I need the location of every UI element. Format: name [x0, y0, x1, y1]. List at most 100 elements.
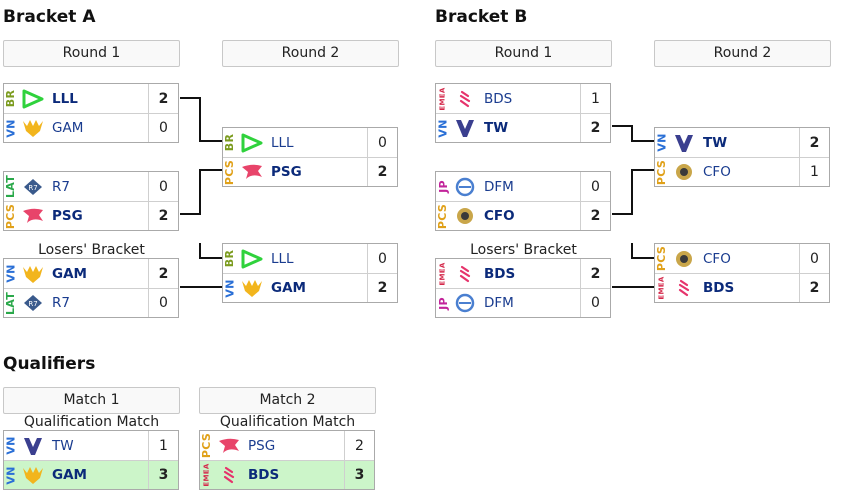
- tw-logo-icon: [18, 431, 48, 460]
- connector-b-r1m2: [612, 169, 654, 215]
- region-tag: EMEA: [436, 259, 450, 288]
- team-score: 0: [367, 128, 397, 157]
- qualifiers-title: Qualifiers: [3, 354, 96, 374]
- team-row: LAT R7 R7 0: [4, 288, 178, 317]
- region-tag: PCS: [200, 431, 214, 460]
- region-tag: BR: [4, 84, 18, 113]
- r7-logo-icon: R7: [18, 172, 48, 201]
- region-label: VN: [4, 465, 18, 485]
- team-name[interactable]: R7: [52, 178, 70, 195]
- team-name[interactable]: GAM: [52, 467, 87, 483]
- team-score: 0: [148, 289, 178, 317]
- region-label: BR: [4, 89, 18, 108]
- bracket-b-round2-header: Round 2: [654, 40, 831, 67]
- region-label: VN: [4, 264, 18, 283]
- team-name[interactable]: TW: [703, 134, 728, 151]
- team-name[interactable]: CFO: [703, 250, 731, 267]
- svg-text:R7: R7: [28, 300, 37, 308]
- team-name[interactable]: BDS: [484, 90, 513, 107]
- team-name[interactable]: TW: [52, 437, 74, 454]
- bracket-a-title: Bracket A: [3, 7, 96, 27]
- team-score: 2: [344, 431, 374, 460]
- team-score: 2: [367, 158, 397, 186]
- team-name[interactable]: LLL: [271, 250, 294, 267]
- region-tag: EMEA: [655, 274, 669, 302]
- team-score: 2: [148, 259, 178, 288]
- gam-logo-icon: [18, 259, 48, 288]
- region-label: PCS: [655, 245, 669, 272]
- region-label: VN: [655, 133, 669, 152]
- team-name[interactable]: CFO: [703, 164, 731, 180]
- region-tag: LAT: [4, 172, 18, 201]
- r7-logo-icon: R7: [18, 289, 48, 317]
- region-label: PCS: [4, 203, 18, 229]
- bds-logo-icon: [450, 84, 480, 113]
- lll-logo-icon: [237, 244, 267, 273]
- region-tag: VN: [4, 259, 18, 288]
- region-label: PCS: [200, 432, 214, 459]
- region-tag: VN: [655, 128, 669, 157]
- team-score: 1: [580, 84, 610, 113]
- psg-logo-icon: [18, 202, 48, 230]
- region-label: PCS: [436, 203, 450, 229]
- team-name[interactable]: LLL: [271, 134, 294, 151]
- team-row: VN GAM 2: [4, 259, 178, 288]
- team-score: 0: [580, 172, 610, 201]
- team-score: 0: [148, 172, 178, 201]
- connector-b-r1m1: [612, 125, 654, 142]
- team-name[interactable]: GAM: [271, 280, 306, 296]
- team-score: 2: [367, 274, 397, 302]
- team-name[interactable]: GAM: [52, 120, 84, 136]
- team-name[interactable]: PSG: [248, 437, 276, 454]
- team-name[interactable]: R7: [52, 295, 70, 311]
- region-label: BR: [223, 133, 237, 152]
- team-name[interactable]: DFM: [484, 295, 514, 311]
- bracket-a-round1-header: Round 1: [3, 40, 180, 67]
- region-tag: VN: [436, 114, 450, 142]
- team-name[interactable]: PSG: [52, 208, 83, 224]
- dfm-logo-icon: [450, 172, 480, 201]
- region-tag: JP: [436, 172, 450, 201]
- team-name[interactable]: DFM: [484, 178, 514, 195]
- region-label: BR: [223, 249, 237, 268]
- cfo-logo-icon: [450, 202, 480, 230]
- region-tag: PCS: [436, 202, 450, 230]
- team-name[interactable]: TW: [484, 120, 509, 136]
- team-name[interactable]: LLL: [52, 90, 78, 107]
- team-name[interactable]: BDS: [248, 467, 280, 483]
- team-name[interactable]: BDS: [703, 280, 735, 296]
- region-label: LAT: [4, 291, 18, 315]
- bds-logo-icon: [214, 461, 244, 489]
- team-name[interactable]: GAM: [52, 265, 87, 282]
- gam-logo-icon: [18, 461, 48, 489]
- team-score: 2: [148, 202, 178, 230]
- region-label: VN: [436, 118, 450, 138]
- region-label: VN: [4, 436, 18, 455]
- cfo-logo-icon: [669, 244, 699, 273]
- region-label: JP: [436, 296, 450, 310]
- region-label: LAT: [4, 174, 18, 199]
- region-tag: VN: [223, 274, 237, 302]
- region-tag: JP: [436, 289, 450, 317]
- team-name[interactable]: BDS: [484, 265, 516, 282]
- region-label: EMEA: [658, 276, 666, 300]
- region-tag: BR: [223, 128, 237, 157]
- team-name[interactable]: CFO: [484, 208, 515, 224]
- team-name[interactable]: PSG: [271, 164, 302, 180]
- qualifier-match2-note: Qualification Match: [219, 414, 356, 430]
